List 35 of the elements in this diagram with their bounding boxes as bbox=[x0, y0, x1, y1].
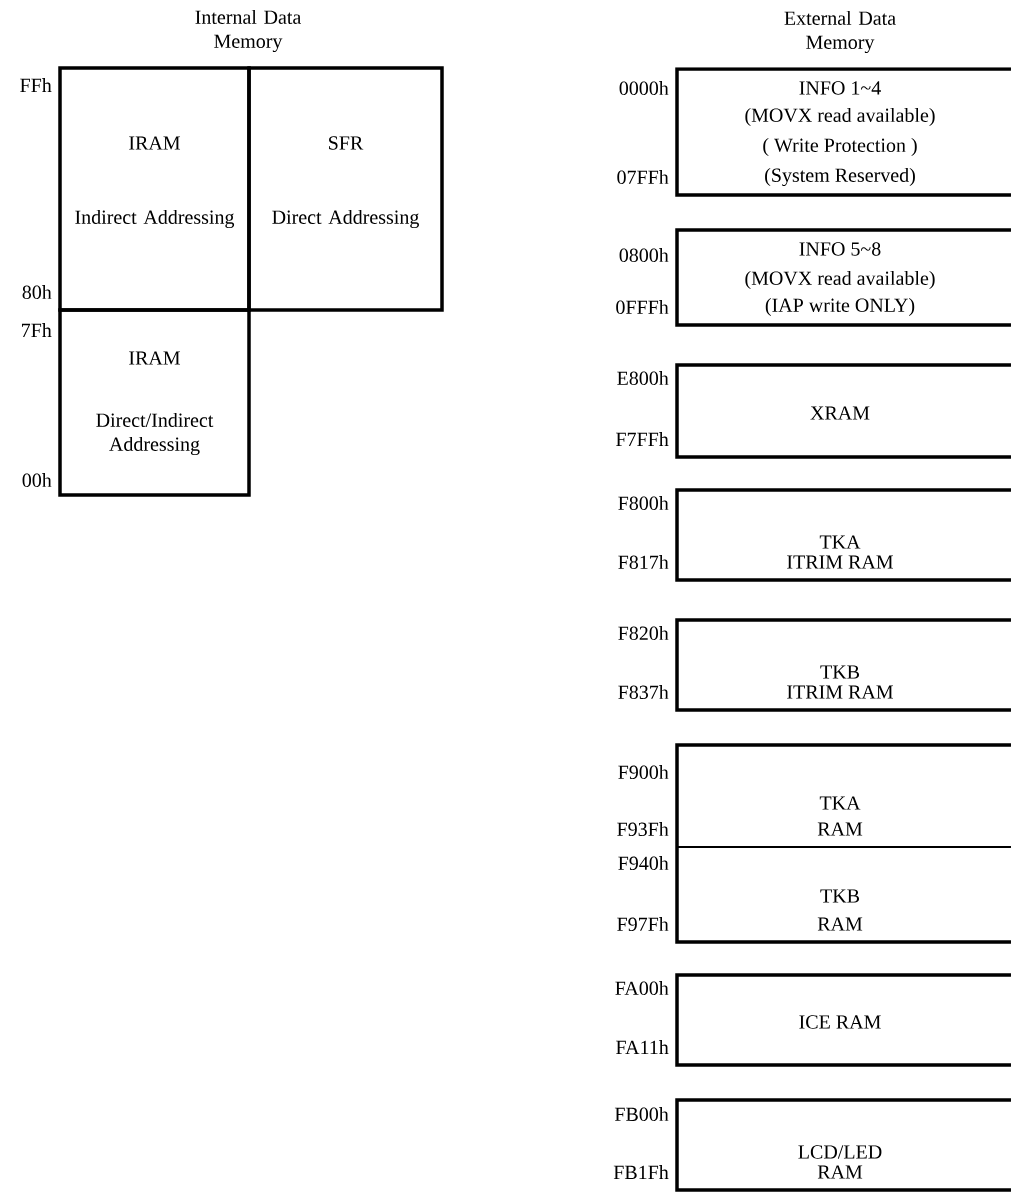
address-label: 0FFFh bbox=[616, 299, 669, 315]
memory-block: TKB ITRIM RAM bbox=[675, 618, 1011, 712]
address-label: FB1Fh bbox=[613, 1165, 669, 1179]
address-label: F837h bbox=[618, 684, 669, 700]
memory-block: SFR Direct Addressing bbox=[247, 66, 444, 312]
memory-block: IRAM Indirect Addressing bbox=[58, 66, 251, 312]
address-label: 7Fh bbox=[22, 323, 52, 337]
memory-heading: Internal Data Memory bbox=[195, 9, 302, 53]
address-label: F900h bbox=[618, 764, 669, 780]
address-label: F7FFh bbox=[616, 432, 669, 446]
memory-block: INFO 5~8 (MOVX read available) (IAP write ONLY) bbox=[675, 228, 1011, 327]
memory-block: TKA RAM bbox=[675, 743, 1011, 848]
address-label: FA00h bbox=[615, 980, 669, 996]
address-label: 0800h bbox=[619, 247, 669, 263]
address-label: F97Fh bbox=[617, 916, 669, 932]
address-label: F940h bbox=[618, 855, 669, 871]
address-label: F800h bbox=[618, 495, 669, 511]
address-label: F93Fh bbox=[617, 821, 669, 837]
memory-block: XRAM bbox=[675, 363, 1011, 459]
address-label: F820h bbox=[618, 625, 669, 641]
address-label: 07FFh bbox=[617, 169, 669, 185]
memory-block: TKB RAM bbox=[675, 847, 1011, 944]
memory-block: LCD/LED RAM bbox=[675, 1098, 1011, 1192]
address-label: FFh bbox=[20, 78, 52, 92]
address-label: E800h bbox=[617, 370, 669, 386]
address-label: FA11h bbox=[616, 1040, 669, 1054]
memory-block: TKA ITRIM RAM bbox=[675, 488, 1011, 582]
address-label: 00h bbox=[22, 472, 52, 488]
address-label: 80h bbox=[22, 284, 52, 300]
address-label: FB00h bbox=[614, 1106, 669, 1122]
memory-block: ICE RAM bbox=[675, 973, 1011, 1067]
memory-block: IRAM Direct/Indirect Addressing bbox=[58, 308, 251, 497]
address-label: 0000h bbox=[619, 80, 669, 96]
address-label: F817h bbox=[618, 554, 669, 570]
memory-block: INFO 1~4 (MOVX read available) ( Write Protection ) (System Reserved) bbox=[675, 67, 1011, 197]
